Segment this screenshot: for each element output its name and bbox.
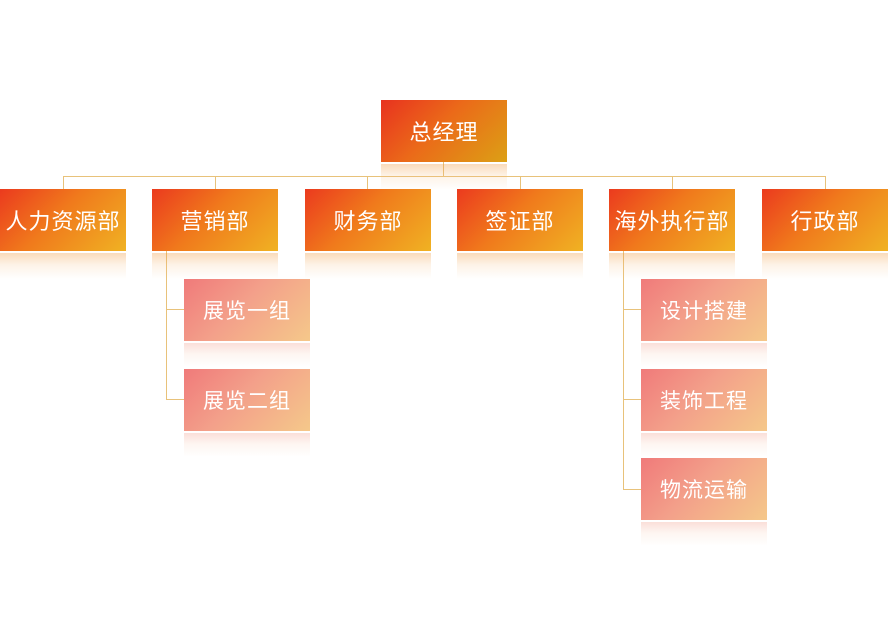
connector-dept-3 — [367, 176, 368, 189]
connector-overseas-vertical — [623, 251, 624, 489]
connector-marketing-child-2 — [166, 399, 184, 400]
node-logistics-label: 物流运输 — [660, 478, 748, 502]
node-admin-department-label: 行政部 — [790, 210, 860, 235]
node-logistics: 物流运输 — [641, 458, 767, 520]
connector-dept-5 — [672, 176, 673, 189]
node-admin-department: 行政部 — [762, 189, 888, 251]
node-design-build-label: 设计搭建 — [660, 299, 748, 323]
node-design-build-reflection — [641, 343, 767, 367]
connector-overseas-child-1 — [623, 309, 641, 310]
node-finance-department-label: 财务部 — [333, 210, 403, 235]
node-design-build: 设计搭建 — [641, 279, 767, 341]
node-hr-department: 人力资源部 — [0, 189, 126, 251]
connector-marketing-child-1 — [166, 309, 184, 310]
node-exhibition-group-1: 展览一组 — [184, 279, 310, 341]
node-visa-department-label: 签证部 — [485, 210, 555, 235]
node-marketing-department: 营销部 — [152, 189, 278, 251]
node-marketing-department-reflection — [152, 253, 278, 279]
node-overseas-execution-department: 海外执行部 — [609, 189, 735, 251]
node-decoration-engineering: 装饰工程 — [641, 369, 767, 431]
node-finance-department-reflection — [305, 253, 431, 279]
node-exhibition-group-1-reflection — [184, 343, 310, 367]
node-hr-department-label: 人力资源部 — [5, 210, 121, 235]
node-exhibition-group-2-reflection — [184, 433, 310, 457]
node-finance-department: 财务部 — [305, 189, 431, 251]
node-decoration-engineering-reflection — [641, 433, 767, 457]
node-overseas-execution-department-reflection — [609, 253, 735, 279]
node-general-manager-reflection — [381, 164, 507, 190]
node-hr-department-reflection — [0, 253, 126, 279]
node-decoration-engineering-label: 装饰工程 — [660, 389, 748, 413]
connector-dept-2 — [215, 176, 216, 189]
connector-root-down — [443, 162, 444, 176]
node-exhibition-group-2: 展览二组 — [184, 369, 310, 431]
connector-dept-6 — [825, 176, 826, 189]
node-admin-department-reflection — [762, 253, 888, 279]
node-marketing-department-label: 营销部 — [180, 210, 250, 235]
node-visa-department: 签证部 — [457, 189, 583, 251]
connector-overseas-child-2 — [623, 399, 641, 400]
connector-dept-1 — [63, 176, 64, 189]
connector-dept-4 — [520, 176, 521, 189]
node-general-manager: 总经理 — [381, 100, 507, 162]
connector-overseas-child-3 — [623, 489, 641, 490]
node-visa-department-reflection — [457, 253, 583, 279]
node-general-manager-label: 总经理 — [409, 121, 479, 146]
node-exhibition-group-1-label: 展览一组 — [203, 299, 291, 323]
node-logistics-reflection — [641, 522, 767, 546]
node-exhibition-group-2-label: 展览二组 — [203, 389, 291, 413]
connector-horizontal-bus — [63, 176, 825, 177]
node-overseas-execution-department-label: 海外执行部 — [614, 210, 730, 235]
connector-marketing-vertical — [166, 251, 167, 399]
